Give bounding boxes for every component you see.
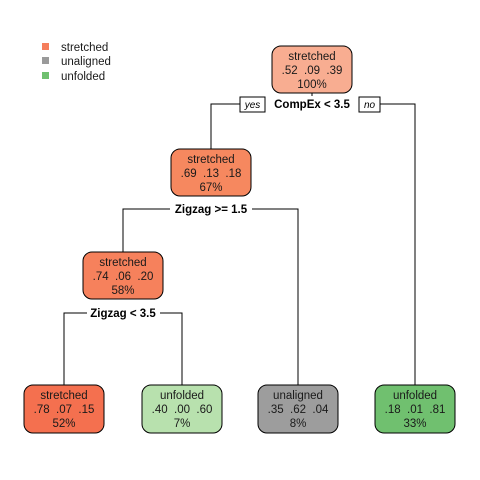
node-percent: 67% — [199, 182, 222, 194]
yes-label: yes — [244, 100, 261, 111]
no-box — [358, 96, 381, 113]
node-class-label: stretched — [187, 154, 234, 166]
node-n2: stretched .69 .13 .18 67% — [170, 148, 252, 197]
leaf-node-2: unfolded .40 .00 .60 7% — [141, 384, 223, 434]
edge-root-left — [210, 103, 240, 149]
legend-swatch-stretched — [42, 43, 49, 50]
leaf-node-4: unfolded .18 .01 .81 33% — [374, 384, 456, 434]
node-root: stretched .52 .09 .39 100% — [271, 45, 353, 94]
node-box — [374, 384, 456, 434]
node-n4: stretched .74 .06 .20 58% — [82, 251, 164, 300]
node-class-label: unfolded — [393, 390, 437, 402]
node-box — [141, 384, 223, 434]
node-class-label: stretched — [288, 51, 335, 63]
edge-n4-right — [160, 312, 183, 385]
edge-n2-right — [252, 208, 299, 385]
node-percent: 7% — [174, 418, 191, 430]
branch-labels: yes no — [239, 96, 381, 113]
split-labels: CompEx < 3.5 Zigzag >= 1.5 Zigzag < 3.5 — [90, 99, 350, 320]
node-percent: 33% — [403, 418, 426, 430]
node-percent: 100% — [297, 79, 326, 91]
yes-box — [239, 96, 266, 113]
node-class-label: stretched — [40, 390, 87, 402]
node-percent: 58% — [111, 285, 134, 297]
node-class-label: unaligned — [273, 390, 323, 402]
split-label-n2: Zigzag >= 1.5 — [175, 204, 248, 216]
no-label: no — [364, 100, 376, 111]
leaf-node-1: stretched .78 .07 .15 52% — [23, 384, 105, 434]
node-class-label: stretched — [99, 257, 146, 269]
node-box — [257, 384, 339, 434]
leaf-node-3: unaligned .35 .62 .04 8% — [257, 384, 339, 434]
node-percent: 52% — [52, 418, 75, 430]
node-probabilities: .74 .06 .20 — [93, 271, 154, 283]
node-probabilities: .35 .62 .04 — [268, 404, 329, 416]
legend-label-stretched: stretched — [61, 42, 108, 54]
edge-root-right — [380, 103, 416, 385]
split-label-root: CompEx < 3.5 — [274, 99, 350, 111]
node-box — [23, 384, 105, 434]
legend-swatch-unaligned — [42, 57, 49, 64]
legend-label-unaligned: unaligned — [61, 56, 111, 68]
node-probabilities: .78 .07 .15 — [34, 404, 95, 416]
node-box — [170, 148, 252, 197]
edge-n4-left — [63, 312, 87, 385]
node-percent: 8% — [290, 418, 307, 430]
legend-swatch-unfolded — [42, 72, 49, 79]
node-probabilities: .69 .13 .18 — [181, 168, 242, 180]
node-box — [271, 45, 353, 94]
tree-edges — [63, 93, 416, 385]
split-label-n4: Zigzag < 3.5 — [90, 308, 156, 320]
node-probabilities: .52 .09 .39 — [282, 65, 343, 77]
node-box — [82, 251, 164, 300]
node-class-label: unfolded — [160, 390, 204, 402]
node-probabilities: .40 .00 .60 — [152, 404, 213, 416]
node-probabilities: .18 .01 .81 — [385, 404, 446, 416]
edge-n2-left — [122, 208, 170, 252]
legend-label-unfolded: unfolded — [61, 71, 105, 83]
legend: stretched unaligned unfolded — [42, 42, 111, 83]
